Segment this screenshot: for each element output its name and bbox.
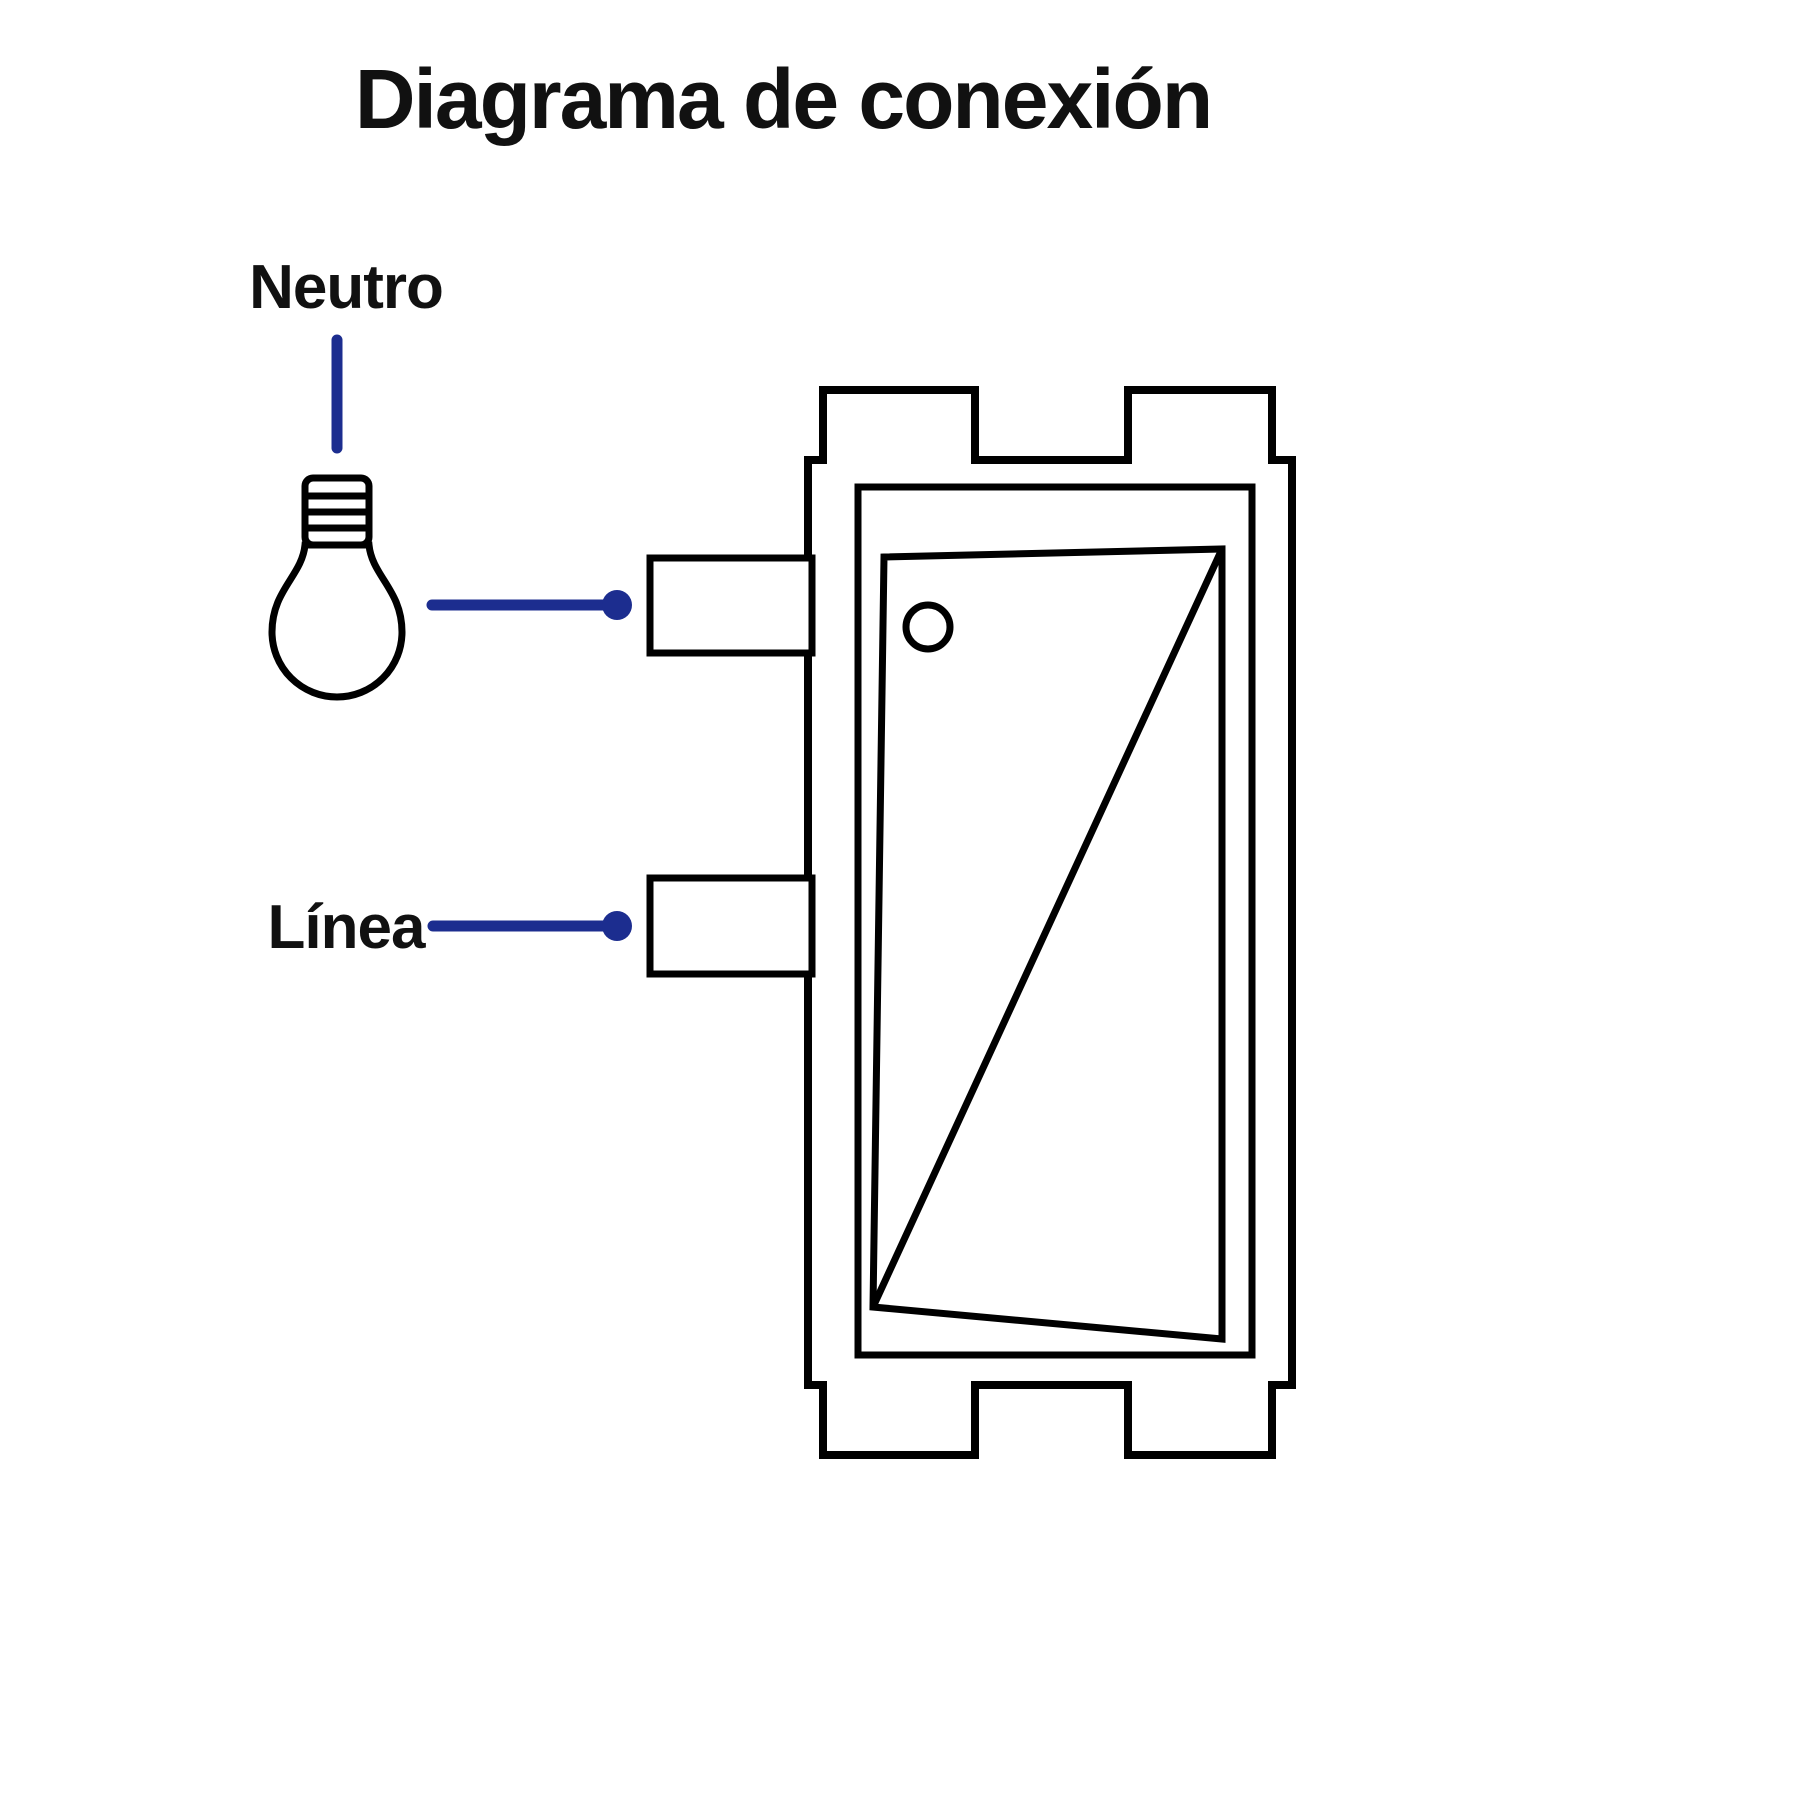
- page-title: Diagrama de conexión: [355, 52, 1211, 146]
- switch-terminal-bottom: [646, 874, 816, 978]
- switch-inner-frame: [854, 483, 1256, 1359]
- switch-module-icon: [646, 386, 1296, 1459]
- bulb-glass: [268, 541, 406, 701]
- switch-terminal-top: [646, 554, 816, 657]
- line-label: Línea: [268, 893, 426, 962]
- light-bulb-icon: [268, 474, 406, 701]
- bottom-terminal-dot: [602, 911, 632, 941]
- top-terminal-dot: [602, 590, 632, 620]
- indicator-circle: [902, 601, 954, 653]
- neutral-label: Neutro: [249, 253, 443, 322]
- switch-rocker: [869, 545, 1226, 1343]
- switch-body-outline: [804, 386, 1296, 1459]
- switch-rocker-diagonal: [869, 547, 1226, 1309]
